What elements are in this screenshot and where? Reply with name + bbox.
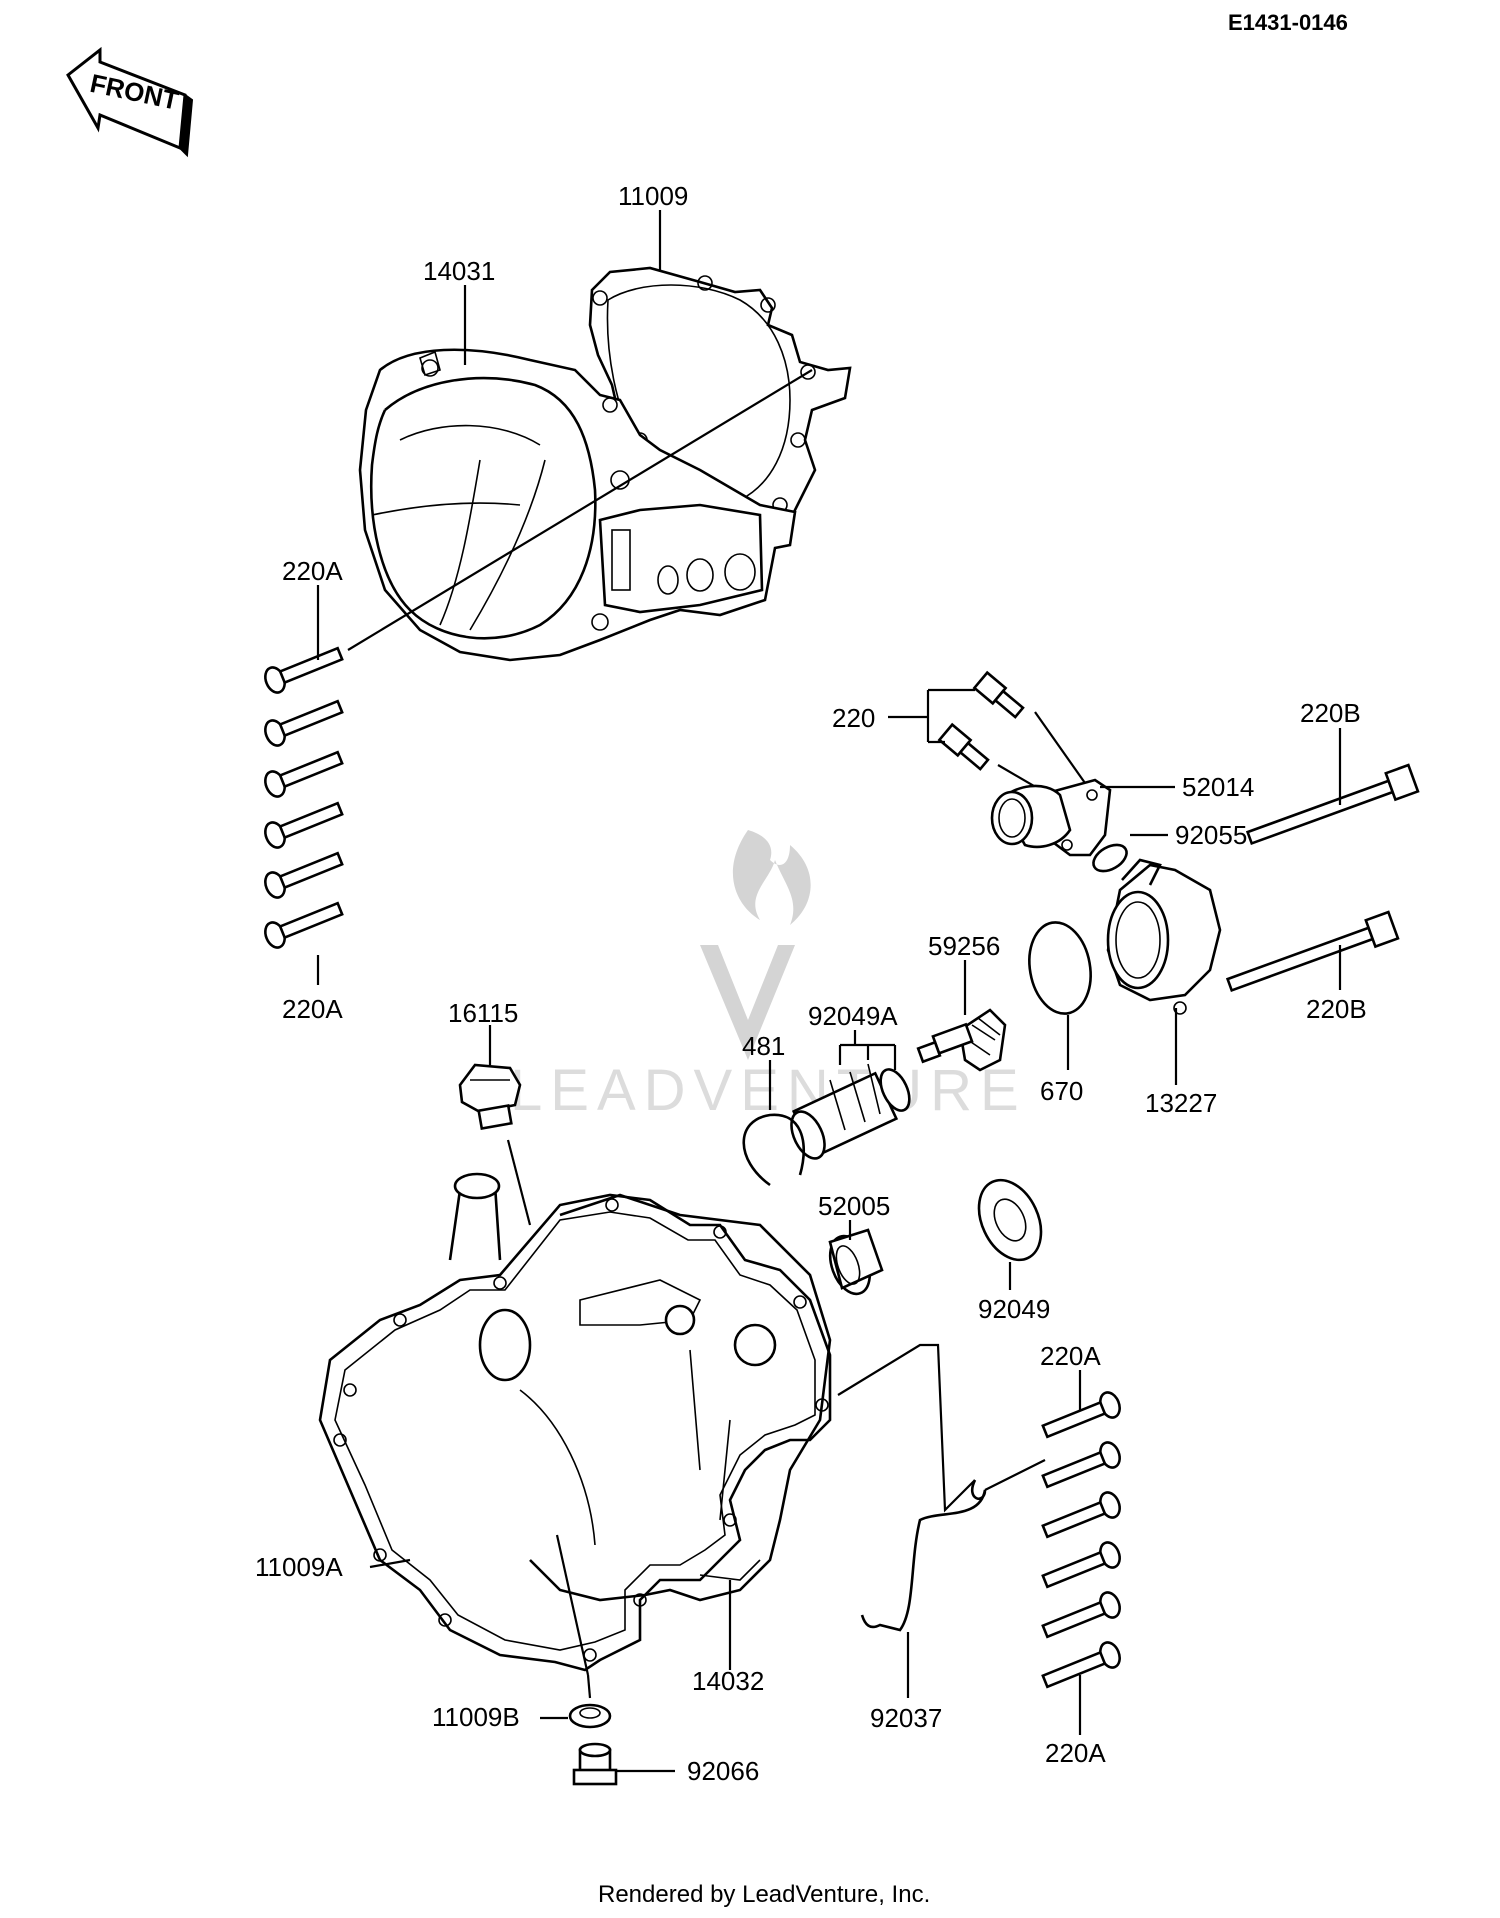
part-label-220a-bottom: 220A bbox=[282, 994, 343, 1024]
part-label-14031: 14031 bbox=[423, 256, 495, 286]
part-label-220b-top: 220B bbox=[1300, 698, 1361, 728]
part-label-52014: 52014 bbox=[1182, 772, 1254, 802]
clutch-cover-14031 bbox=[358, 348, 797, 662]
part-label-220a-top: 220A bbox=[282, 556, 343, 586]
part-label-11009: 11009 bbox=[618, 181, 688, 211]
part-label-670: 670 bbox=[1040, 1076, 1083, 1106]
filler-cap-16115 bbox=[458, 1063, 522, 1130]
part-label-220b-bottom: 220B bbox=[1306, 994, 1367, 1024]
part-label-92055: 92055 bbox=[1175, 820, 1247, 850]
bolts-220a-left bbox=[264, 646, 344, 949]
part-label-13227: 13227 bbox=[1145, 1088, 1217, 1118]
part-label-220a-right-top: 220A bbox=[1040, 1341, 1101, 1371]
front-arrow-icon: FRONT bbox=[66, 46, 194, 158]
bolts-220a-right bbox=[1041, 1391, 1121, 1689]
part-label-220a-right-bottom: 220A bbox=[1045, 1738, 1106, 1768]
drain-plug-92066 bbox=[572, 1742, 618, 1786]
o-ring-92055 bbox=[1092, 843, 1128, 873]
part-label-52005: 52005 bbox=[818, 1191, 890, 1221]
clamp-92037 bbox=[860, 1479, 987, 1632]
clutch-cover-14032 bbox=[448, 1172, 832, 1602]
part-label-481: 481 bbox=[742, 1031, 785, 1061]
part-label-14032: 14032 bbox=[692, 1666, 764, 1696]
part-label-11009a: 11009A bbox=[255, 1552, 343, 1582]
pump-housing-13227 bbox=[1106, 858, 1222, 1015]
part-label-92049a: 92049A bbox=[808, 1001, 898, 1031]
part-label-92066: 92066 bbox=[687, 1756, 759, 1786]
footer-credit: Rendered by LeadVenture, Inc. bbox=[598, 1881, 930, 1908]
part-label-220: 220 bbox=[832, 703, 875, 733]
washer-11009b bbox=[568, 1703, 612, 1729]
seal-92049a bbox=[790, 1063, 911, 1160]
elbow-52014 bbox=[990, 778, 1112, 857]
part-label-92037: 92037 bbox=[870, 1703, 942, 1733]
bushing-52005 bbox=[828, 1228, 884, 1296]
gasket-11009a bbox=[318, 1193, 832, 1672]
part-label-16115: 16115 bbox=[448, 998, 518, 1028]
bolt-220b-bottom bbox=[1225, 910, 1400, 993]
leadventure-watermark: LEADVENTURE bbox=[510, 830, 1027, 1123]
watermark-text: LEADVENTURE bbox=[510, 1058, 1027, 1123]
impeller-59256 bbox=[916, 1008, 1007, 1072]
bolt-220b-top bbox=[1245, 763, 1420, 846]
oil-seal-92049 bbox=[977, 1178, 1043, 1262]
circlip-481 bbox=[742, 1113, 805, 1187]
part-label-92049: 92049 bbox=[978, 1294, 1050, 1324]
o-ring-670 bbox=[1028, 921, 1092, 1015]
part-label-59256: 59256 bbox=[928, 931, 1000, 961]
bolts-220 bbox=[937, 670, 1025, 771]
diagram-reference: E1431-0146 bbox=[1228, 10, 1348, 35]
part-label-11009b: 11009B bbox=[432, 1702, 520, 1732]
